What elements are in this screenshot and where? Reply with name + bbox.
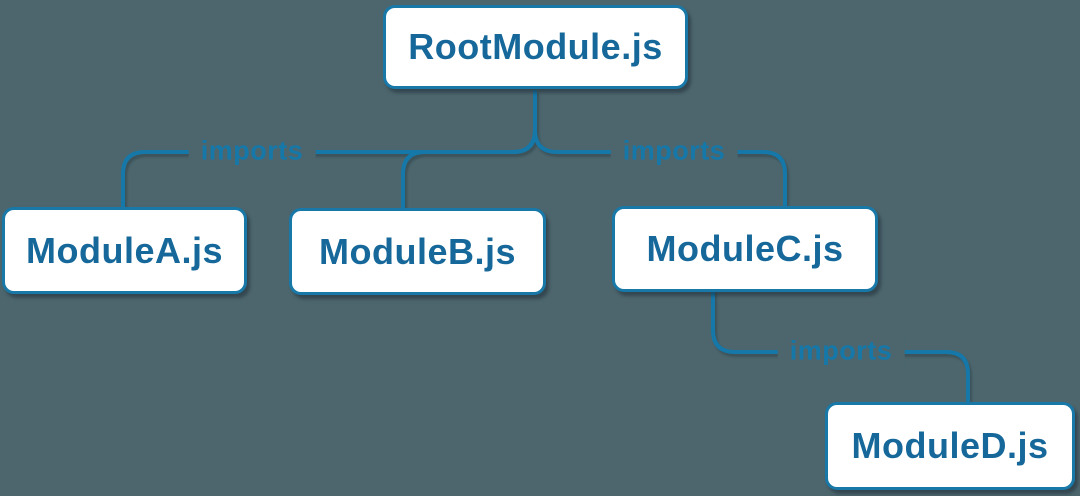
- node-moduled-label: ModuleD.js: [851, 425, 1049, 466]
- edge-root-to-moduleb: [401, 90, 537, 210]
- node-moduleb: ModuleB.js: [289, 208, 546, 295]
- edge-label-imports-modulec: imports: [610, 133, 738, 169]
- edge-label-imports-moduled: imports: [777, 333, 905, 369]
- node-modulec: ModuleC.js: [612, 206, 878, 292]
- node-moduled: ModuleD.js: [825, 402, 1075, 490]
- edge-label-imports-modulea: imports: [188, 133, 316, 169]
- node-modulea: ModuleA.js: [2, 207, 247, 294]
- edge-root-to-modulea: [121, 90, 537, 209]
- node-moduleb-label: ModuleB.js: [318, 230, 516, 272]
- node-modulea-label: ModuleA.js: [25, 229, 223, 271]
- node-rootmodule: RootModule.js: [383, 5, 688, 89]
- node-rootmodule-label: RootModule.js: [408, 26, 663, 67]
- node-modulec-label: ModuleC.js: [646, 228, 844, 269]
